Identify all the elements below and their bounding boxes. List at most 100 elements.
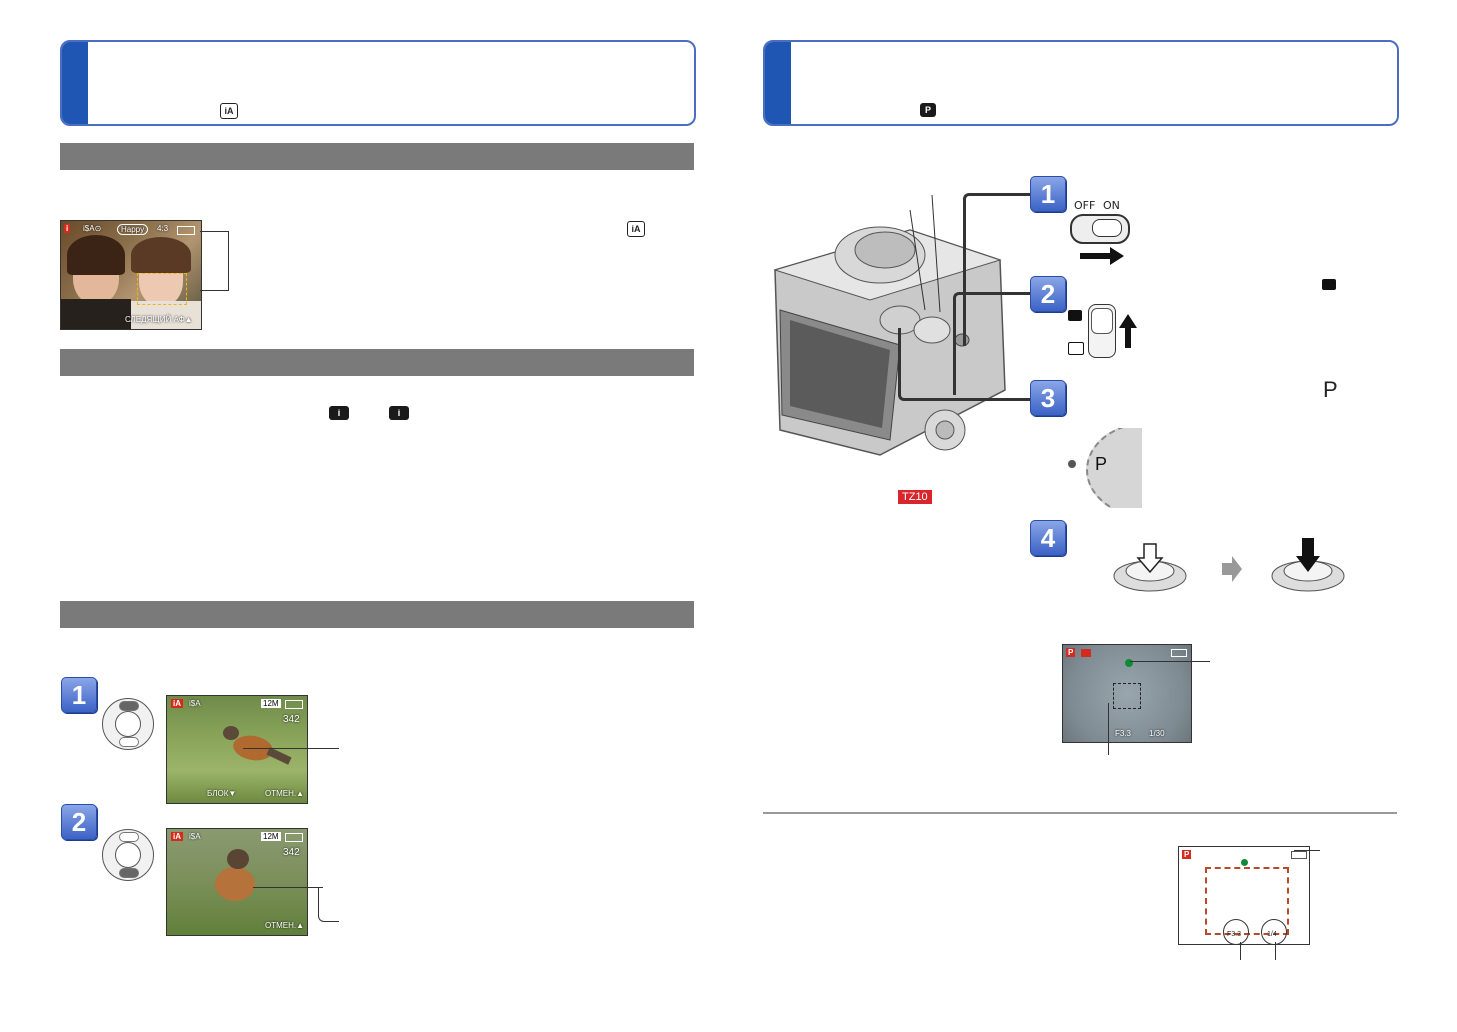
playback-icon <box>1068 342 1084 355</box>
scene-portrait-icon: i <box>329 406 349 420</box>
pad-center <box>115 711 141 737</box>
scene-tag: Happy <box>117 224 149 235</box>
shutter-value: 1/4 <box>1267 931 1277 938</box>
aperture-value: F3.3 <box>1115 729 1132 738</box>
shutter-circle <box>1261 919 1287 944</box>
leader-line-bird-2b <box>318 887 339 922</box>
section-divider <box>763 812 1397 814</box>
flash-icon <box>1081 649 1091 657</box>
camera-mode-icon <box>1322 279 1336 290</box>
size-tag: 12M <box>261 699 281 708</box>
left-step-1-badge: 1 <box>61 677 97 713</box>
mode-badge: iA <box>171 832 183 841</box>
pad-up-arrow <box>119 701 139 711</box>
bird-head <box>227 849 249 869</box>
battery-icon <box>285 700 303 709</box>
right-step-2-badge: 2 <box>1030 276 1066 312</box>
leader-line-osd <box>200 231 229 291</box>
program-mode-icon: P <box>920 103 936 117</box>
slider-knob <box>1091 308 1113 334</box>
connector-step-1 <box>963 193 1034 346</box>
leader-line-bird-2 <box>253 887 323 922</box>
body-left <box>61 299 131 329</box>
leader-line-bird-1 <box>243 748 339 750</box>
focus-dot <box>1125 659 1133 667</box>
leader-af-area <box>1108 703 1110 755</box>
leader-shutter <box>1275 942 1277 960</box>
shutter-half-press-icon <box>1113 543 1187 592</box>
pad-up-arrow <box>119 832 139 842</box>
leader-focus-dot <box>1130 661 1210 663</box>
flash-indicators: i$A <box>189 832 201 841</box>
program-letter: P <box>1323 377 1338 402</box>
shots-remaining: 342 <box>283 847 300 858</box>
section-bar-3 <box>60 601 694 628</box>
cancel-label: ОТМЕН.▲ <box>265 921 305 930</box>
connector-step-3 <box>898 328 1034 401</box>
hair-left <box>67 235 125 275</box>
scene-scenery-icon: i <box>389 406 409 420</box>
mode-badge: i <box>64 224 71 233</box>
aperture-circle <box>1223 919 1249 944</box>
pad-center <box>115 842 141 868</box>
program-badge: P <box>1066 648 1076 657</box>
battery-icon <box>1291 851 1307 859</box>
bird-body <box>215 867 255 901</box>
leader-aperture <box>1240 942 1242 960</box>
focus-dot <box>1241 859 1248 866</box>
right-step-3-badge: 3 <box>1030 380 1066 416</box>
mode-slider[interactable] <box>1088 304 1116 358</box>
battery-icon <box>285 833 303 842</box>
battery-icon <box>1171 649 1187 657</box>
section-bar-2 <box>60 349 694 376</box>
switch-off-label: OFF <box>1074 199 1096 212</box>
left-step-2-badge: 2 <box>61 804 97 840</box>
focus-screen: P F3.3 1/30 <box>1062 644 1192 743</box>
left-title-box: iA <box>60 40 696 126</box>
bird-photo-2: iA i$A 12M 342 ОТМЕН.▲ <box>166 828 308 936</box>
exposure-screen: P F3.3 1/4 <box>1178 846 1310 945</box>
shutter-value: 1/30 <box>1149 729 1165 738</box>
connector-step-2 <box>953 292 1034 395</box>
size-tag: 12M <box>261 832 281 841</box>
af-label: СЛЕДЯЩИЙ АФ▲ <box>125 315 193 324</box>
battery-icon <box>177 226 195 235</box>
leader-battery <box>1294 850 1320 852</box>
mode-dial[interactable]: P <box>1080 428 1142 508</box>
cursor-pad-down <box>102 829 154 881</box>
cancel-label: ОТМЕН.▲ <box>265 789 305 798</box>
next-arrow-icon <box>1222 556 1242 582</box>
flash-indicators: i$A⊙ <box>83 224 102 233</box>
bird-head <box>223 726 239 740</box>
intelligent-auto-icon: iA <box>220 103 238 119</box>
lock-label: БЛОК▼ <box>207 789 237 798</box>
switch-on-label: ON <box>1103 199 1120 212</box>
aperture-value: F3.3 <box>1227 931 1242 938</box>
mode-badge: iA <box>171 699 183 708</box>
record-camera-icon <box>1068 310 1082 321</box>
hair-right <box>131 237 191 273</box>
af-frame <box>137 273 187 305</box>
program-badge: P <box>1182 850 1192 859</box>
size-tag: 4:3 <box>157 224 169 233</box>
ia-inline-icon: iA <box>627 221 645 237</box>
right-step-4-badge: 4 <box>1030 520 1066 556</box>
section-bar-1 <box>60 143 694 170</box>
body-right <box>131 301 201 329</box>
arrow-up-icon <box>1119 314 1137 348</box>
cursor-pad-up <box>102 698 154 750</box>
dial-program-letter: P <box>1095 454 1108 474</box>
arrow-right-icon <box>1080 247 1124 265</box>
dial-index-dot <box>1068 460 1076 468</box>
right-step-1-badge: 1 <box>1030 176 1066 212</box>
power-switch[interactable] <box>1070 214 1130 244</box>
shots-remaining: 342 <box>283 714 300 725</box>
flash-indicators: i$A <box>189 699 201 708</box>
switch-knob <box>1092 219 1122 237</box>
bird-photo-1: iA i$A 12M 342 БЛОК▼ ОТМЕН.▲ <box>166 695 308 804</box>
face-detection-photo: i i$A⊙ Happy 4:3 СЛЕДЯЩИЙ АФ▲ <box>60 220 202 330</box>
pad-down-arrow <box>119 737 139 747</box>
right-title-box: P <box>763 40 1399 126</box>
model-badge: TZ10 <box>898 490 932 504</box>
title-tab <box>765 42 791 124</box>
